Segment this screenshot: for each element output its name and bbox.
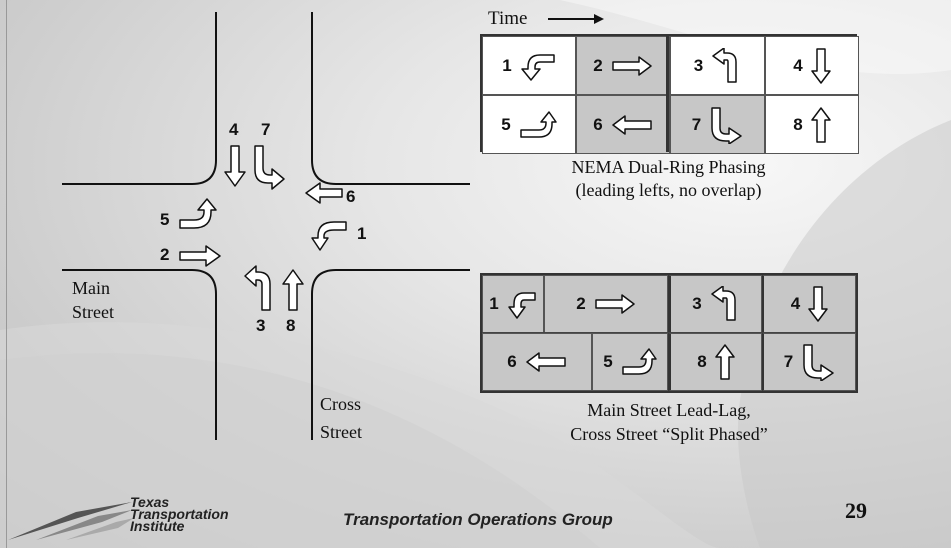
movement-5-label: 5 [160,210,170,229]
phase-number: 1 [489,294,499,313]
phase-number: 5 [501,114,511,134]
tti-logo-text: Texas Transportation Institute [130,494,229,534]
right-arrow-icon [179,245,221,267]
phase-number: 4 [790,294,801,313]
right-arrow-icon [594,294,635,314]
up-left-turn-arrow-icon [710,286,736,321]
down-right-turn-arrow-icon [711,106,742,144]
left-turn-arrow-icon [311,221,347,251]
leadlag-ring2-phase-5: 5 [592,333,668,391]
tti-logo-swoosh-icon [8,502,134,540]
left-turn-arrow-icon [520,53,555,81]
up-arrow-icon [714,344,735,380]
leadlag-caption: Main Street Lead-Lag, Cross Street “Spli… [480,398,858,446]
movement-1-label: 1 [357,224,367,243]
main-street-label: Main Street [72,278,114,322]
phase-number: 8 [793,114,803,134]
leadlag-ring1-phase-2: 2 [544,275,668,333]
nema-ring2-phase-6: 6 [576,95,670,154]
time-label: Time [488,8,528,29]
down-right-turn-arrow-icon [254,145,285,190]
leadlag-phasing-grid: 1 2 3 4 6 5 8 7 [480,273,858,393]
movement-6-label: 6 [346,187,356,206]
phase-number: 6 [507,352,517,371]
leadlag-ring2-phase-6: 6 [482,333,592,391]
phase-number: 7 [783,352,794,371]
movement-3-label: 3 [256,316,266,335]
left-turn-arrow-icon [507,292,536,319]
cross-street-label: Cross Street [320,394,362,442]
phase-number: 2 [576,294,586,313]
left-arrow-icon [305,182,343,204]
down-right-turn-arrow-icon [803,344,834,381]
right-left-turn-arrow-icon [519,110,557,138]
phase-number: 5 [603,352,613,371]
phase-number: 3 [692,294,702,313]
phase-number: 7 [691,114,702,134]
slide-left-border [6,0,7,548]
nema-ring1-phase-1: 1 [482,36,576,95]
leadlag-ring1-phase-3: 3 [668,275,762,333]
tti-logo-line3: Institute [130,518,185,534]
movement-2-label: 2 [160,245,170,264]
left-arrow-icon [611,114,652,135]
leadlag-ring2-phase-8: 8 [668,333,762,391]
nema-ring1-phase-2: 2 [576,36,670,95]
nema-caption-line1: NEMA Dual-Ring Phasing [571,157,766,177]
leadlag-ring-divider [482,332,856,333]
down-arrow-icon [810,47,831,84]
intersection-arrows [179,145,347,311]
footer-group-name: Transportation Operations Group [343,510,613,529]
down-arrow-icon [808,286,828,322]
up-left-turn-arrow-icon [244,265,271,311]
leadlag-ring1-phase-4: 4 [762,275,856,333]
up-arrow-icon [810,106,831,143]
phase-number: 2 [593,55,603,75]
nema-caption-line2: (leading lefts, no overlap) [575,180,762,200]
movement-4-label: 4 [229,120,239,139]
intersection-diagram [62,12,470,440]
time-arrow-icon [548,14,604,24]
page-number: 29 [845,498,867,523]
leadlag-caption-line1: Main Street Lead-Lag, [587,400,751,420]
movement-7-label: 7 [261,120,271,139]
nema-ring2-phase-8: 8 [765,95,859,154]
tti-logo-line1: Texas [130,494,170,510]
phase-number: 8 [697,352,707,371]
right-left-turn-arrow-icon [179,198,217,229]
leadlag-ring2-phase-7: 7 [762,333,856,391]
phase-number: 1 [502,55,512,75]
nema-ring2-phase-7: 7 [670,95,765,154]
movement-8-label: 8 [286,316,296,335]
leadlag-caption-line2: Cross Street “Split Phased” [570,424,768,444]
right-arrow-icon [611,55,652,76]
nema-caption: NEMA Dual-Ring Phasing (leading lefts, n… [480,156,857,202]
phase-number: 6 [593,114,603,134]
up-left-turn-arrow-icon [712,47,737,83]
nema-ring2-phase-5: 5 [482,95,576,154]
tti-logo-line2: Transportation [130,506,229,522]
right-left-turn-arrow-icon [621,348,657,375]
nema-barrier-line [666,34,669,152]
left-arrow-icon [525,352,566,372]
leadlag-ring1-phase-1: 1 [482,275,544,333]
up-arrow-icon [282,269,304,311]
down-arrow-icon [224,145,246,187]
nema-ring1-phase-4: 4 [765,36,859,95]
phase-number: 4 [793,55,803,75]
phase-number: 3 [693,55,704,75]
nema-ring1-phase-3: 3 [670,36,765,95]
